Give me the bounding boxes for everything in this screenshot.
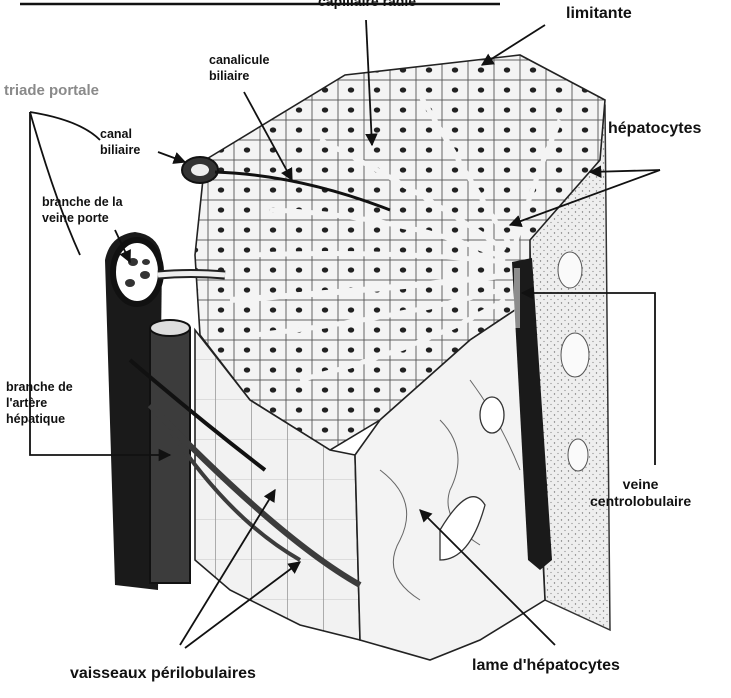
label-lame-hepatocytes: lame d'hépatocytes — [472, 657, 620, 674]
leader-triade-vein — [30, 112, 80, 255]
label-hepatocytes: hépatocytes — [608, 120, 701, 137]
label-veine-centrolobulaire: veine centrolobulaire — [590, 476, 691, 510]
label-veine-porte: branche de la veine porte — [42, 194, 123, 226]
label-canalicule: canalicule biliaire — [209, 52, 269, 84]
label-limitante: limitante — [566, 5, 632, 22]
label-capillaire: capillaire radié — [318, 0, 416, 10]
leader-canal — [158, 152, 185, 162]
label-artere-hepatique: branche de l'artère hépatique — [6, 379, 73, 427]
label-canal-biliaire: canal biliaire — [100, 126, 140, 158]
leader-triade-canal — [30, 112, 100, 140]
label-triade-portale: triade portale — [4, 82, 99, 99]
label-vaisseaux-perilobulaires: vaisseaux périlobulaires — [70, 665, 256, 682]
